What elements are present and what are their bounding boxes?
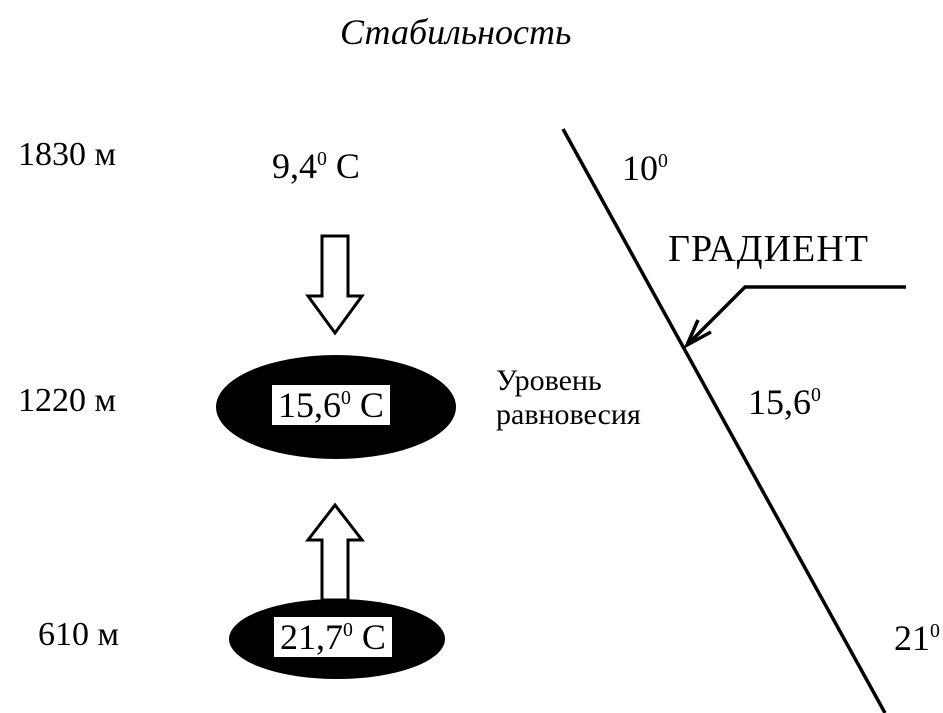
parcel-temp-top-unit: С: [326, 146, 360, 186]
degree-mark: 0: [811, 384, 821, 406]
parcel-temp-mid: 15,60 С: [272, 385, 390, 425]
gradient-temp-low: 210: [894, 620, 940, 656]
degree-mark: 0: [317, 148, 327, 170]
parcel-temp-mid-box: 15,60 С: [272, 385, 390, 425]
parcel-temp-top: 9,40 С: [272, 148, 360, 184]
gradient-temp-top: 100: [622, 150, 668, 186]
gradient-label: ГРАДИЕНТ: [668, 228, 869, 270]
gradient-pointer-arrowhead-icon: [683, 319, 712, 349]
parcel-temp-low-value: 21,7: [280, 617, 343, 657]
altitude-label-1220: 1220 м: [18, 382, 117, 419]
degree-mark: 0: [930, 620, 940, 642]
parcel-temp-mid-value: 15,6: [278, 385, 341, 425]
gradient-temp-mid: 15,60: [748, 384, 821, 420]
gradient-temp-mid-value: 15,6: [748, 382, 811, 422]
diagram-title: Стабильность: [340, 12, 572, 52]
degree-mark: 0: [658, 150, 668, 172]
degree-mark: 0: [341, 387, 351, 409]
gradient-line: [561, 128, 887, 713]
equilibrium-label-line2: равновесия: [496, 398, 641, 431]
altitude-label-610: 610 м: [38, 616, 120, 653]
gradient-temp-top-value: 10: [622, 148, 658, 188]
parcel-temp-top-value: 9,4: [272, 146, 317, 186]
up-arrow-icon: [304, 502, 366, 602]
altitude-label-1830: 1830 м: [18, 136, 117, 173]
parcel-temp-low-box: 21,70 С: [274, 617, 392, 657]
gradient-pointer-line: [688, 285, 906, 344]
parcel-temp-mid-unit: С: [350, 385, 384, 425]
down-arrow-icon: [305, 234, 365, 336]
parcel-temp-low: 21,70 С: [274, 617, 392, 657]
parcel-temp-low-unit: С: [352, 617, 386, 657]
gradient-temp-low-value: 21: [894, 618, 930, 658]
degree-mark: 0: [343, 619, 353, 641]
equilibrium-label-line1: Уровень: [496, 364, 602, 397]
